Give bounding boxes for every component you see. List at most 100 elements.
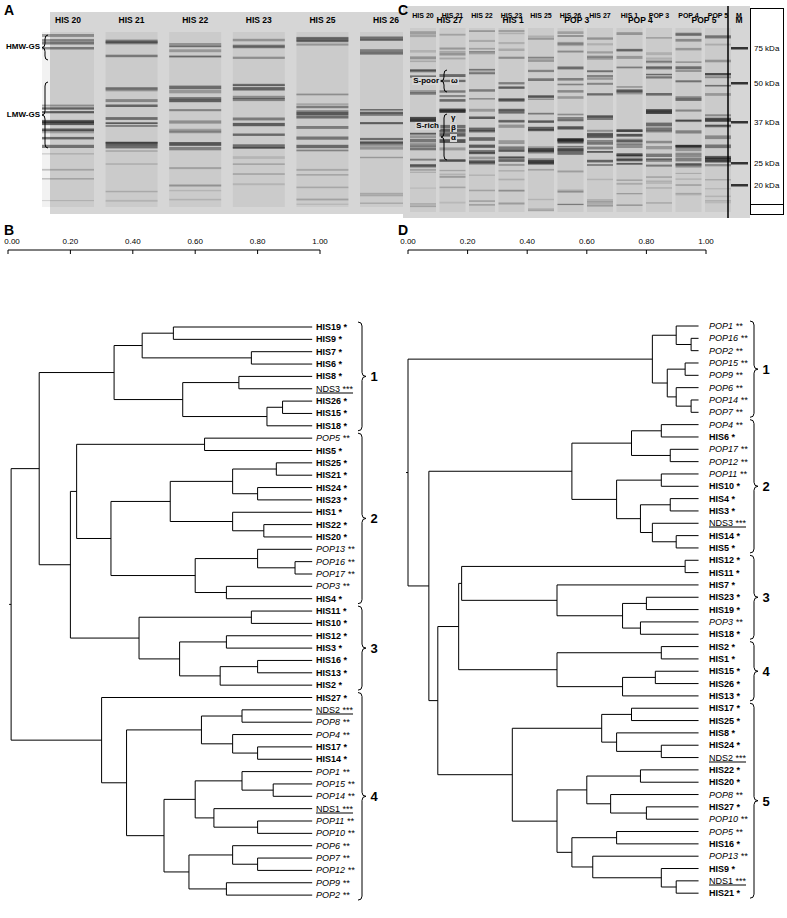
bracket bbox=[441, 70, 447, 92]
region-label: α bbox=[450, 134, 457, 142]
gel-band bbox=[676, 153, 702, 155]
gel-band bbox=[528, 38, 554, 40]
gel-band bbox=[233, 183, 285, 185]
gel-band bbox=[106, 40, 158, 43]
gel-band bbox=[528, 208, 554, 209]
leaf-label: NDS1 *** bbox=[709, 876, 746, 885]
leaf-label: HIS24 * bbox=[316, 483, 347, 492]
gel-band bbox=[587, 116, 613, 120]
leaf-label: HIS23 * bbox=[316, 495, 347, 504]
dendrogram-branch bbox=[611, 794, 699, 795]
lane-label: POP 4 bbox=[678, 12, 699, 19]
gel-band bbox=[646, 61, 672, 63]
gel-band bbox=[617, 163, 643, 165]
scale-tick bbox=[320, 250, 321, 254]
leaf-label: HIS14 * bbox=[316, 755, 347, 764]
gel-band bbox=[617, 204, 643, 206]
gel-band bbox=[169, 199, 221, 201]
gel-band bbox=[440, 99, 466, 102]
gel-band bbox=[499, 30, 525, 32]
dendrogram-branch bbox=[11, 740, 101, 741]
gel-band bbox=[42, 111, 94, 113]
gel-band bbox=[676, 98, 702, 101]
dendrogram-branch bbox=[139, 658, 180, 659]
dendrogram-branch bbox=[258, 821, 313, 822]
leaf-label: HIS4 * bbox=[316, 594, 342, 603]
gel-band bbox=[296, 137, 348, 140]
gel-band bbox=[296, 174, 348, 176]
leaf-label: HIS5 * bbox=[709, 543, 735, 552]
dendrogram-branch bbox=[661, 757, 698, 758]
leaf-label: HIS10 * bbox=[709, 482, 740, 491]
gel-band bbox=[587, 199, 613, 201]
leaf-label: HIS18 * bbox=[709, 630, 740, 639]
scale-tick bbox=[408, 250, 409, 254]
gel-band bbox=[440, 109, 466, 113]
gel-band bbox=[106, 99, 158, 102]
gel-band bbox=[410, 203, 436, 204]
gel-band bbox=[705, 157, 731, 159]
gel-band bbox=[469, 157, 495, 160]
gel-band bbox=[410, 69, 436, 71]
dendrogram-branch bbox=[233, 530, 264, 531]
gel-band bbox=[617, 67, 643, 69]
leaf-label: POP15 ** bbox=[709, 358, 748, 367]
dendrogram-branch bbox=[617, 480, 662, 481]
cluster-bracket bbox=[750, 420, 758, 553]
dendrogram-branch bbox=[617, 843, 699, 844]
gel-band bbox=[296, 150, 348, 152]
leaf-label: POP10 ** bbox=[709, 815, 748, 824]
gel-band bbox=[233, 144, 285, 148]
gel-band bbox=[617, 49, 643, 51]
leaf-label: HIS24 * bbox=[709, 741, 740, 750]
dendrogram-branch bbox=[691, 399, 698, 400]
dendrogram-branch bbox=[180, 641, 227, 642]
gel-band bbox=[705, 73, 731, 75]
dendrogram-branch bbox=[676, 406, 691, 407]
gel-band bbox=[410, 135, 436, 138]
gel-band bbox=[705, 145, 731, 149]
leaf-label: POP2 ** bbox=[709, 346, 743, 355]
gel-band bbox=[106, 122, 158, 124]
lane-label: HIS 25 bbox=[530, 12, 551, 19]
dendrogram-branch bbox=[276, 475, 312, 476]
leaf-label: POP16 ** bbox=[709, 334, 748, 343]
gel-band bbox=[42, 137, 94, 139]
gel-band bbox=[440, 170, 466, 171]
gel-band bbox=[469, 137, 495, 141]
scale-tick bbox=[527, 250, 528, 254]
gel-band bbox=[587, 93, 613, 95]
dendrogram-branch bbox=[239, 388, 312, 389]
gel-band bbox=[42, 47, 94, 50]
gel-band bbox=[296, 44, 348, 46]
gel-band bbox=[169, 56, 221, 58]
leaf-label: HIS6 * bbox=[709, 432, 735, 441]
gel-lane bbox=[528, 28, 554, 212]
gel-band bbox=[558, 120, 584, 122]
marker-size-label: 37 kDa bbox=[754, 119, 779, 127]
gel-band bbox=[676, 184, 702, 186]
gel-band bbox=[558, 51, 584, 53]
leaf-label: HIS16 * bbox=[709, 839, 740, 848]
gel-band bbox=[676, 110, 702, 112]
dendrogram-branch bbox=[691, 350, 698, 351]
gel-band bbox=[106, 200, 158, 202]
dendrogram-branch bbox=[670, 498, 698, 499]
gel-band bbox=[587, 56, 613, 58]
lane-label: HIS 23 bbox=[246, 16, 272, 25]
gel-band bbox=[617, 134, 643, 137]
leaf-label: HIS11 * bbox=[709, 568, 740, 577]
leaf-label: POP16 ** bbox=[316, 557, 355, 566]
gel-band bbox=[469, 69, 495, 71]
gel-lane bbox=[558, 28, 584, 212]
gel-lane bbox=[617, 28, 643, 212]
gel-band bbox=[296, 112, 348, 116]
gel-band bbox=[617, 130, 643, 132]
gel-band bbox=[705, 125, 731, 127]
dendrogram-branch bbox=[429, 700, 438, 701]
dendrogram-branch bbox=[632, 708, 699, 709]
gel-band bbox=[410, 164, 436, 167]
dendrogram-branch bbox=[258, 858, 313, 859]
dendrogram-branch bbox=[295, 574, 312, 575]
gel-band bbox=[528, 169, 554, 170]
